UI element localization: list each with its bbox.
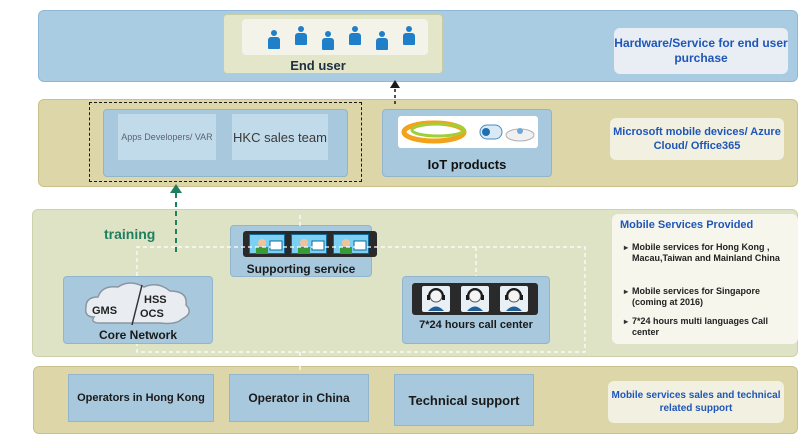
person-icon: [376, 31, 388, 51]
support-agent-icon: [249, 234, 285, 254]
ocs-label: OCS: [140, 308, 164, 320]
iot-devices-icon: [401, 120, 535, 144]
partner-dashed-group: [89, 102, 362, 182]
technical-support-box: Technical support: [394, 374, 534, 426]
sales-support-side-note: Mobile services sales and technical rela…: [608, 381, 784, 423]
hkc-sales-team-box: HKC sales team: [232, 114, 328, 160]
headset-agent-icon: [500, 286, 528, 312]
person-icon: [322, 31, 334, 51]
apps-developers-box: Apps Developers/ VAR: [118, 114, 216, 160]
mobile-services-item: Mobile services for Singapore (coming at…: [624, 286, 790, 308]
end-user-arrow-head: [390, 80, 400, 88]
end-user-label: End user: [290, 58, 346, 73]
mobile-services-item: 7*24 hours multi languages Call center: [624, 316, 790, 338]
gms-label: GMS: [92, 305, 117, 317]
supporting-service-label: Supporting service: [246, 262, 356, 276]
training-label: training: [104, 226, 156, 242]
core-network-cloud-icon: GMS HSS OCS: [84, 282, 190, 326]
person-icon: [349, 26, 361, 46]
person-icon: [268, 30, 280, 50]
person-icon: [403, 26, 415, 46]
support-agent-icon: [333, 234, 369, 254]
call-center-icons: [412, 283, 538, 315]
iot-products-label: IoT products: [427, 157, 507, 172]
call-center-label: 7*24 hours call center: [419, 319, 533, 331]
mobile-services-title: Mobile Services Provided: [620, 219, 754, 231]
people-bar: [242, 19, 428, 55]
core-network-label: Core Network: [98, 328, 178, 342]
iot-products-image: [398, 116, 538, 148]
mobile-services-item: Mobile services for Hong Kong , Macau,Ta…: [624, 242, 790, 264]
person-icon: [295, 26, 307, 46]
hss-label: HSS: [144, 294, 167, 306]
headset-agent-icon: [422, 286, 450, 312]
services-dashed-loop: [136, 246, 586, 353]
supporting-service-icons: [243, 231, 377, 257]
support-agent-icon: [291, 234, 327, 254]
operator-china-box: Operator in China: [229, 374, 369, 422]
headset-agent-icon: [461, 286, 489, 312]
end-user-side-note: Hardware/Service for end user purchase: [614, 28, 788, 74]
operators-hong-kong-box: Operators in Hong Kong: [68, 374, 214, 422]
training-arrow-head: [170, 184, 182, 193]
microsoft-side-note: Microsoft mobile devices/ Azure Cloud/ O…: [610, 118, 784, 160]
